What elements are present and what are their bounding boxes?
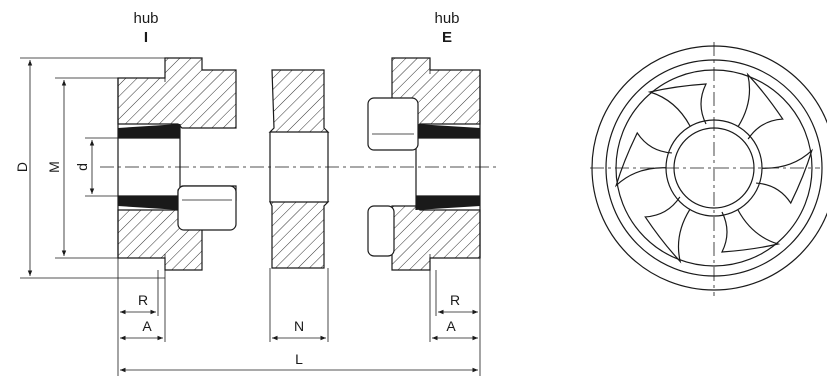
dim-L-label: L [295, 351, 303, 367]
elastomer-spider-section [268, 69, 330, 269]
hub-e-section [367, 57, 481, 271]
hub-right-id: E [442, 29, 452, 46]
front-view [590, 42, 827, 296]
dim-R-right-label: R [450, 292, 460, 308]
dim-R-left-label: R [138, 292, 148, 308]
dim-A-left-label: A [142, 318, 152, 334]
hub-i-section [117, 57, 237, 271]
dim-d-label: d [74, 163, 90, 171]
hub-right-label: hub [434, 10, 459, 27]
dim-A-right-label: A [446, 318, 456, 334]
dim-N-label: N [294, 318, 304, 334]
hub-left-label: hub [133, 10, 158, 27]
spider-jaws [614, 72, 814, 264]
dim-M-label: M [46, 161, 62, 173]
hub-left-id: I [144, 29, 148, 46]
dim-D-label: D [14, 162, 30, 172]
